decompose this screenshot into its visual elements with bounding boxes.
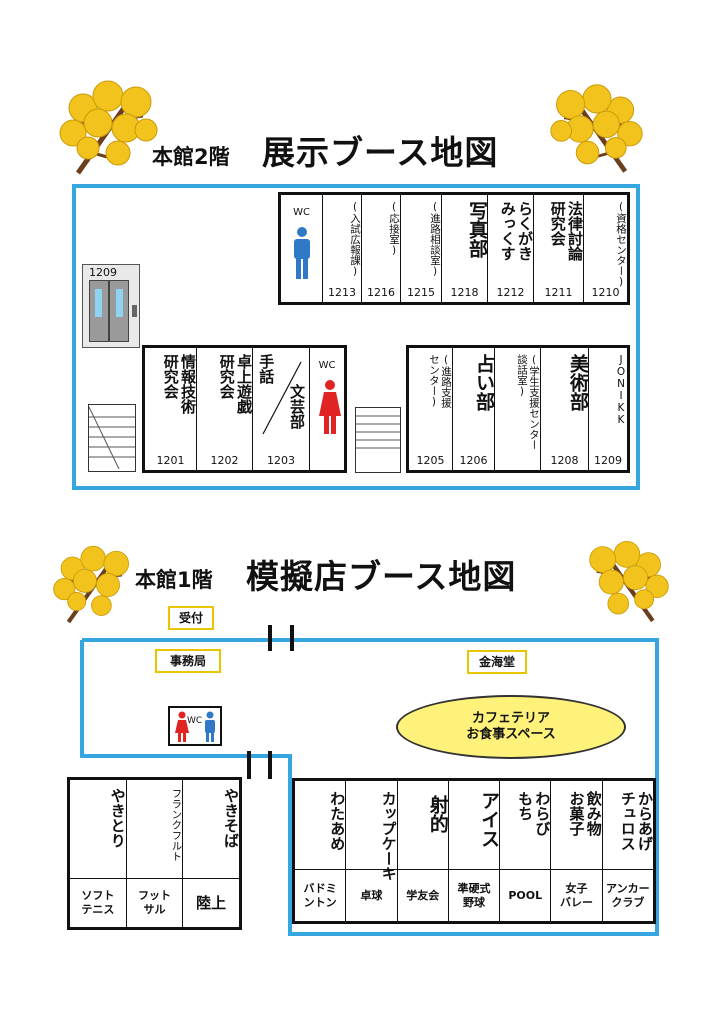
stairs-icon: [356, 415, 400, 449]
room-1201[interactable]: 情報技術 研究会 1201: [145, 348, 197, 470]
shop-wataame[interactable]: わたあめ: [295, 781, 347, 869]
map-title-2f: 展示ブース地図: [262, 133, 499, 172]
ginkgo-tree-icon: [550, 84, 643, 173]
ginkgo-tree-icon: [589, 541, 669, 623]
room-block-upper-2f: WC (入試広報課) 1213 (応接室) 1216 (進路相談室) 1215 …: [278, 192, 630, 305]
floor-label-2f: 本館2階: [152, 145, 230, 169]
room-block-lower-left-2f: 情報技術 研究会 1201 卓上遊戯 研究会 1202 手話 文芸部 1203 …: [142, 345, 347, 473]
shop-badminton[interactable]: バドミ ントン: [295, 870, 347, 921]
shop-block-right-1f: わたあめ カップケーキ 射的 アイス わらび もち 飲み物 お菓子 からあげ チ…: [292, 778, 656, 924]
ginkgo-tree-icon: [53, 545, 129, 624]
restroom-icon: [175, 711, 215, 742]
restroom-1f[interactable]: WC: [168, 706, 222, 746]
shop-womens-volleyball[interactable]: 女子 バレー: [551, 870, 603, 921]
split-line: [262, 361, 302, 435]
shop-warabimochi[interactable]: わらび もち: [500, 781, 552, 869]
shop-student-council[interactable]: 学友会: [398, 870, 449, 921]
shop-table-tennis[interactable]: 卓球: [346, 870, 398, 921]
stairs-left-2f: [88, 404, 136, 472]
shop-track[interactable]: 陸上: [196, 893, 227, 912]
room-1208[interactable]: 美術部 1208: [541, 348, 589, 470]
elevator: 1209: [82, 264, 140, 348]
office-tag: 事務局: [155, 649, 221, 673]
elevator-label: 1209: [89, 266, 117, 279]
room-block-lower-right-2f: (進路支援 センター) 1205 占い部 1206 (学生支援センター 談話室)…: [406, 345, 630, 473]
shop-karaage-churros[interactable]: からあげ チュロス: [618, 791, 654, 851]
shop-baseball[interactable]: 準硬式 野球: [449, 870, 501, 921]
ginkgo-tree-icon: [59, 80, 158, 175]
shop-soft-tennis[interactable]: ソフト テニス: [70, 879, 127, 927]
shop-futsal[interactable]: フット サル: [127, 879, 184, 927]
female-toilet-icon: [319, 380, 341, 434]
male-toilet-icon: [294, 227, 310, 279]
shop-drinks-snacks[interactable]: 飲み物 お菓子: [551, 781, 603, 869]
room-wc-male[interactable]: WC: [281, 195, 323, 302]
stairs-right-2f: [355, 407, 401, 473]
restroom-label: WC: [187, 716, 203, 726]
shop-cupcake[interactable]: カップケーキ: [346, 781, 398, 881]
room-1211[interactable]: 法律討論 研究会 1211: [534, 195, 584, 302]
door-mark: [268, 751, 272, 779]
room-1215[interactable]: (進路相談室) 1215: [401, 195, 442, 302]
room-student-support[interactable]: (学生支援センター 談話室): [495, 348, 541, 470]
room-1212[interactable]: らくがき みっくす 1212: [488, 195, 534, 302]
room-1210[interactable]: (資格センター) 1210: [591, 201, 628, 299]
shop-shateki[interactable]: 射的: [398, 781, 449, 869]
door-mark: [268, 625, 272, 651]
shop-block-left-1f: やきとり フランクフルト やきそば ソフト テニス フット サル 陸上: [67, 777, 242, 930]
kinkaido-tag: 金海堂: [467, 650, 527, 674]
room-1206[interactable]: 占い部 1206: [453, 348, 495, 470]
shop-pool[interactable]: POOL: [500, 870, 552, 921]
room-wc-female[interactable]: WC: [310, 348, 344, 470]
map-title-1f: 模擬店ブース地図: [246, 557, 517, 596]
room-1205[interactable]: (進路支援 センター) 1205: [409, 348, 453, 470]
cafeteria-area[interactable]: カフェテリア お食事スペース: [396, 695, 626, 759]
reception-tag: 受付: [168, 606, 214, 630]
door-mark: [247, 751, 251, 779]
floor-outline-2f: [72, 184, 640, 490]
elevator-doors: [89, 280, 129, 342]
door-mark: [290, 625, 294, 651]
room-1216[interactable]: (応接室) 1216: [362, 195, 401, 302]
shop-anchor-club[interactable]: アンカー クラブ: [606, 881, 650, 909]
stairs-icon: [88, 406, 135, 470]
shop-ice[interactable]: アイス: [449, 781, 501, 869]
room-1202[interactable]: 卓上遊戯 研究会 1202: [197, 348, 253, 470]
floor-label-1f: 本館1階: [135, 568, 213, 592]
room-1203[interactable]: 手話 文芸部 1203: [253, 348, 310, 470]
shop-frankfurt[interactable]: フランクフルト: [127, 780, 184, 878]
room-1209[interactable]: JONIKK 1209: [594, 354, 627, 467]
shop-yakisoba[interactable]: やきそば: [222, 788, 241, 848]
room-1218[interactable]: 写真部 1218: [442, 195, 488, 302]
room-1213[interactable]: (入試広報課) 1213: [323, 195, 362, 302]
shop-yakitori[interactable]: やきとり: [70, 780, 127, 878]
